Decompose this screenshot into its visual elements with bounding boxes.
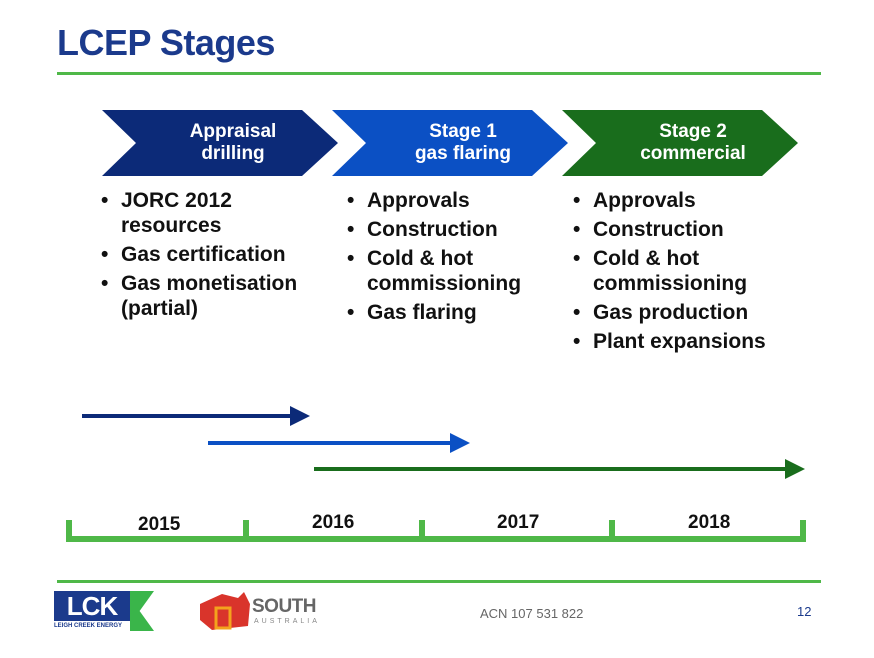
bullet-item: Construction [571, 217, 791, 242]
appraisal-bullets: JORC 2012 resources Gas certification Ga… [99, 188, 299, 325]
slide-title: LCEP Stages [57, 22, 275, 63]
footer-divider [57, 580, 821, 583]
bullet-item: Plant expansions [571, 329, 791, 354]
acn-text: ACN 107 531 822 [480, 606, 584, 621]
bullet-item: Cold & hot commissioning [345, 246, 565, 296]
sa-logo-sub: AUSTRALIA [254, 618, 320, 625]
year-label: 2016 [312, 512, 355, 533]
timeline-tick [800, 520, 806, 542]
lck-logo-k [130, 591, 154, 631]
bullet-item: Cold & hot commissioning [571, 246, 791, 296]
sa-map-icon [200, 592, 250, 630]
stage-label: gas flaring [414, 143, 512, 164]
timeline-tick [66, 520, 72, 542]
stage-label: Stage 1 [429, 121, 497, 142]
year-label: 2015 [138, 514, 181, 535]
bullet-item: Approvals [571, 188, 791, 213]
bullet-item: JORC 2012 resources [99, 188, 299, 238]
bullet-item: Construction [345, 217, 565, 242]
lck-logo-sub: LEIGH CREEK ENERGY [54, 623, 123, 629]
timeline-tick [609, 520, 615, 542]
bullet-item: Gas flaring [345, 300, 565, 325]
lck-logo-mark: LCK [54, 591, 130, 621]
page-number: 12 [797, 604, 812, 619]
title-divider [57, 72, 821, 75]
stage-1-arrow [208, 433, 470, 453]
stage-2-bullets: Approvals Construction Cold & hot commis… [571, 188, 791, 358]
stage-1-bullets: Approvals Construction Cold & hot commis… [345, 188, 565, 329]
sa-logo-text: SOUTH [252, 596, 317, 617]
south-australia-logo: SOUTH AUSTRALIA [198, 590, 318, 632]
bullet-item: Approvals [345, 188, 565, 213]
stage-label: Stage 2 [659, 121, 727, 142]
bullet-item: Gas certification [99, 242, 299, 267]
bullet-item: Gas monetisation (partial) [99, 271, 299, 321]
timeline-bar [68, 536, 806, 542]
timeline-tick [419, 520, 425, 542]
year-label: 2018 [688, 512, 731, 533]
stage-2-arrow [314, 459, 805, 479]
appraisal-arrow [82, 406, 310, 426]
stage-label: commercial [640, 143, 746, 164]
stage-2-chevron: Stage 2 commercial [562, 110, 798, 176]
lck-logo: LCK LEIGH CREEK ENERGY [54, 591, 156, 633]
stage-label: drilling [201, 143, 265, 164]
bullet-item: Gas production [571, 300, 791, 325]
stage-label: Appraisal [189, 121, 277, 142]
timeline-tick [243, 520, 249, 542]
stage-1-chevron: Stage 1 gas flaring [332, 110, 568, 176]
stage-appraisal-chevron: Appraisal drilling [102, 110, 338, 176]
year-label: 2017 [497, 512, 540, 533]
